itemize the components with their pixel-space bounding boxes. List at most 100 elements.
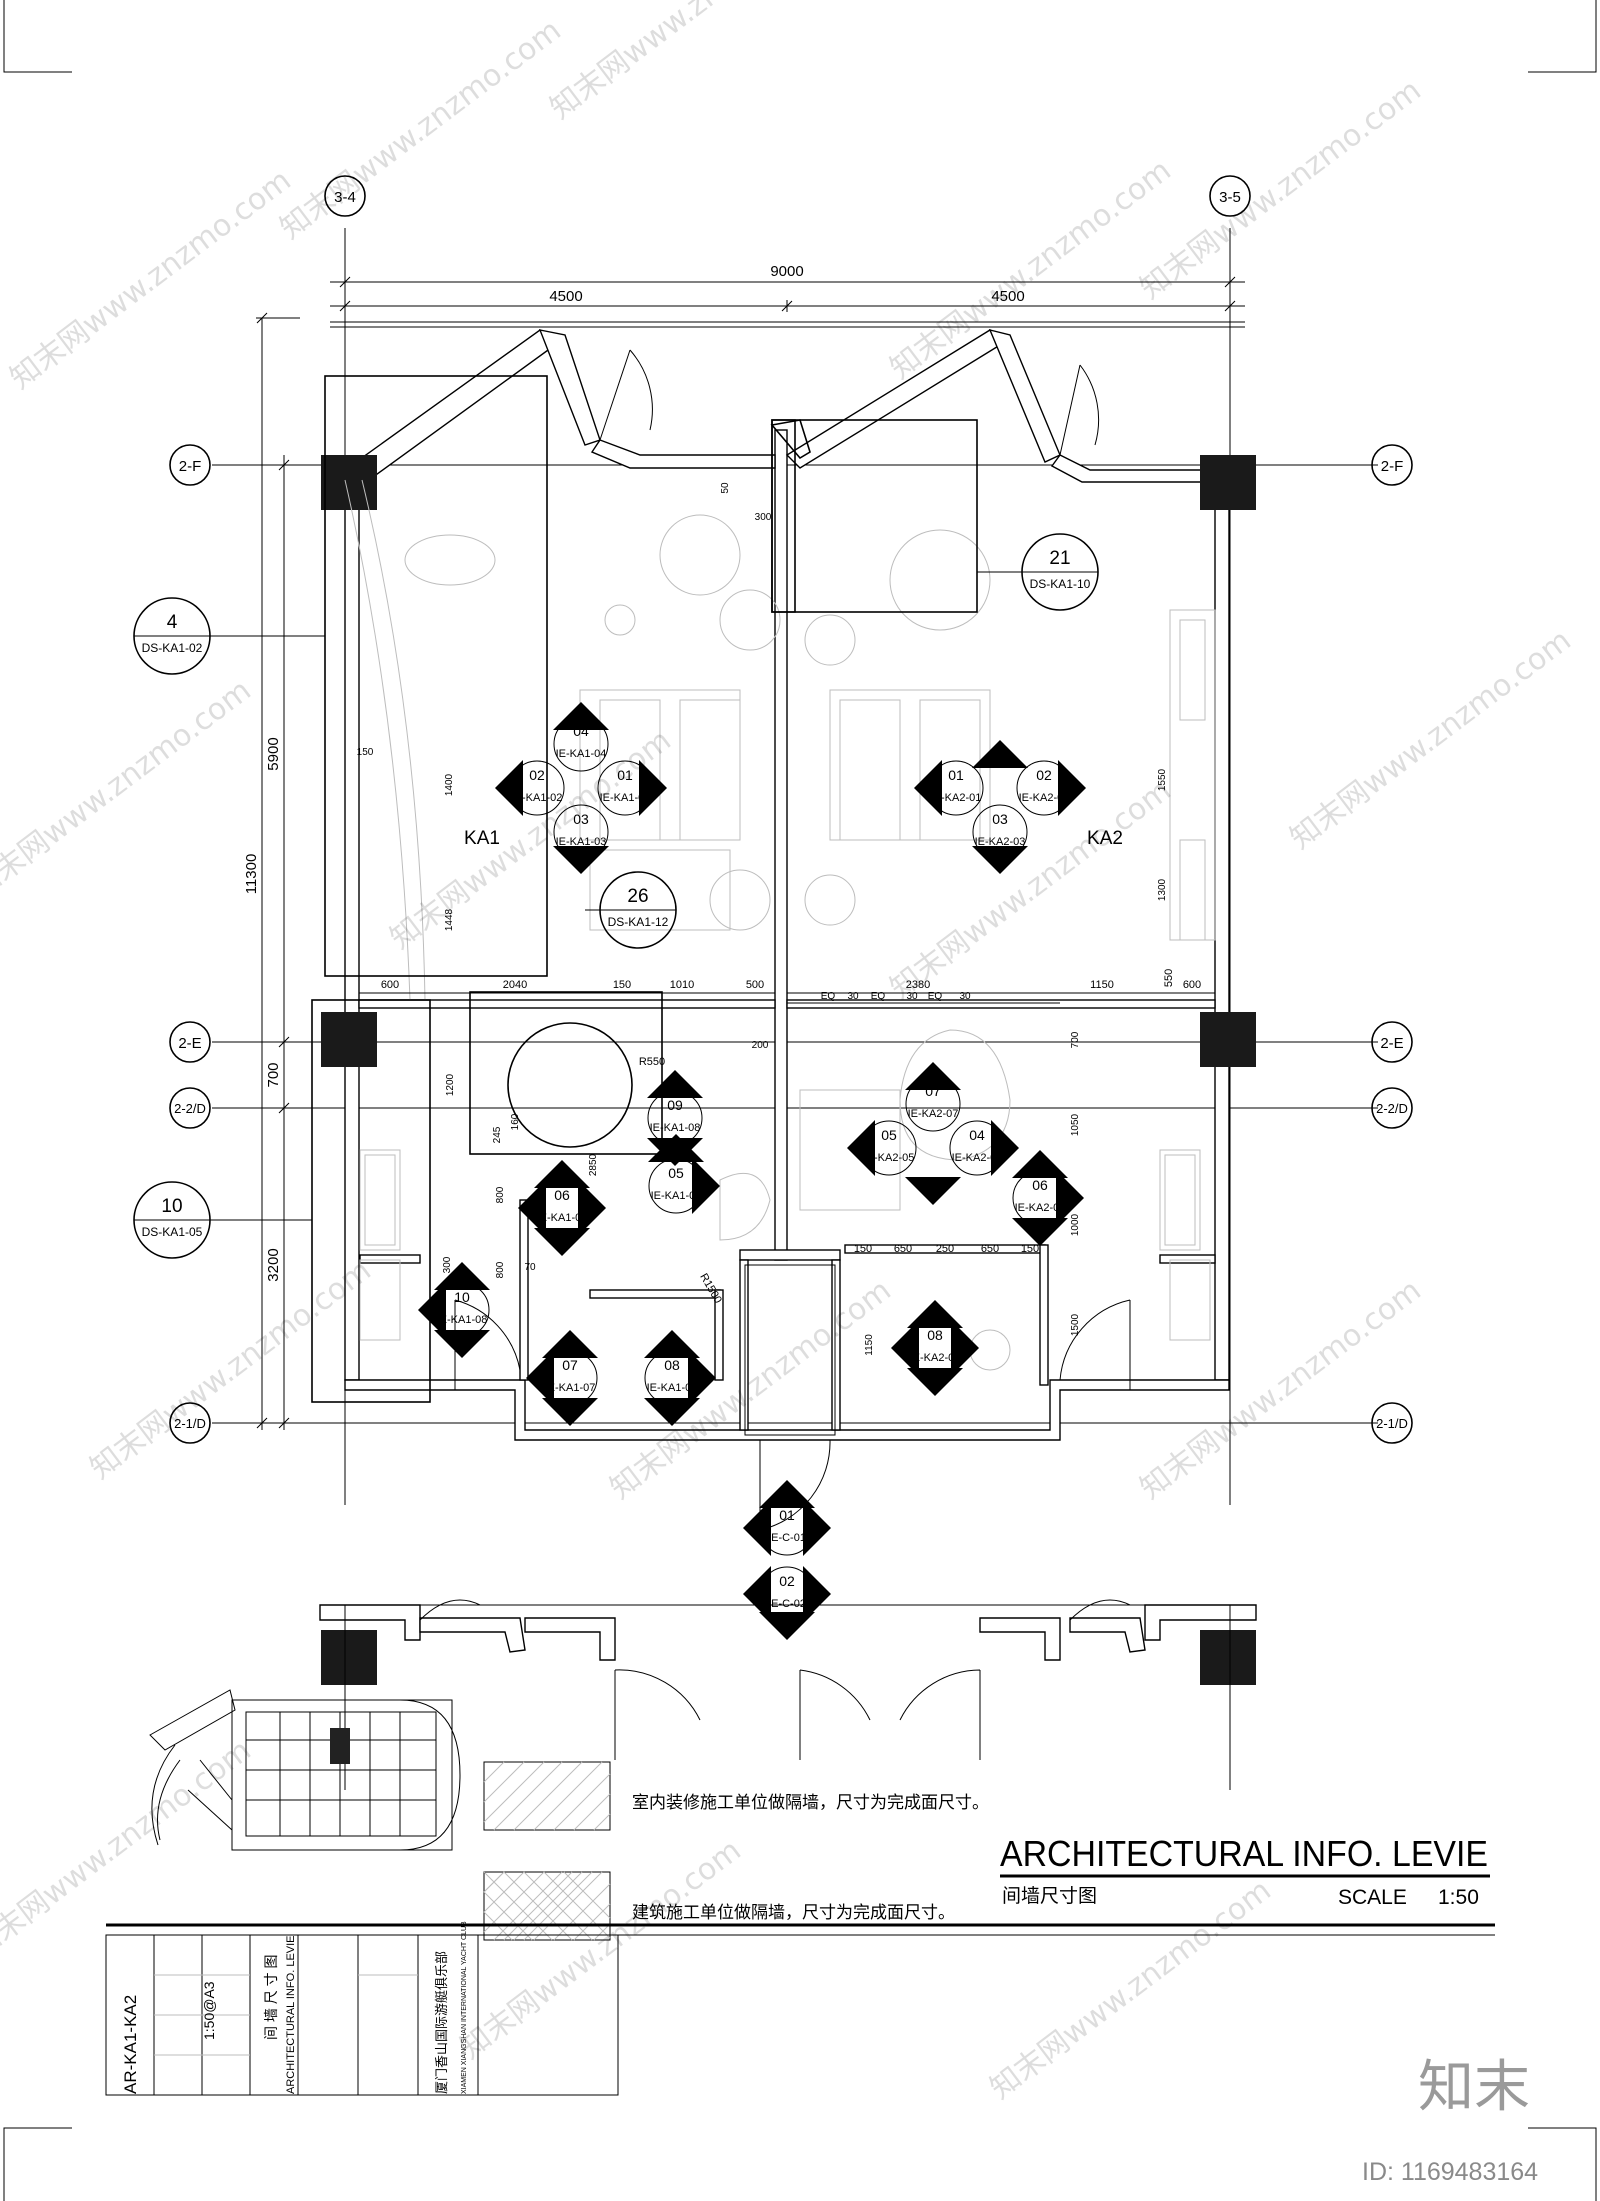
corridor-wall <box>319 1599 1257 1790</box>
scale-label: SCALE <box>1338 1886 1407 1909</box>
svg-text:4500: 4500 <box>549 288 582 305</box>
svg-text:IE-KA1-06: IE-KA1-06 <box>537 1212 588 1224</box>
svg-text:9000: 9000 <box>770 263 803 280</box>
legend-label-interior: 室内装修施工单位做隔墙，尺寸为完成面尺寸。 <box>632 1793 989 1812</box>
detail-callout: 4 DS-KA1-02 <box>133 597 325 675</box>
grid-bubble-3-5: 3-5 <box>1209 175 1251 217</box>
grid-bubble-2-2D-left: 2-2/D <box>169 1087 211 1129</box>
svg-text:IE-C-02: IE-C-02 <box>768 1598 806 1610</box>
svg-text:03: 03 <box>573 811 589 827</box>
svg-text:1150: 1150 <box>864 1334 875 1356</box>
svg-text:2-1/D: 2-1/D <box>1376 1416 1408 1431</box>
top-dimensions: 9000 4500 4500 <box>330 263 1245 328</box>
svg-text:700: 700 <box>1070 1031 1081 1048</box>
svg-text:2-F: 2-F <box>179 458 202 475</box>
svg-text:3-4: 3-4 <box>334 189 356 206</box>
svg-text:30: 30 <box>959 991 971 1002</box>
grid-bubble-2-E-left: 2-E <box>169 1021 211 1063</box>
elevation-marker-single: 08 IE-KA2-08 <box>891 1300 979 1396</box>
svg-text:1448: 1448 <box>444 908 455 931</box>
svg-text:DS-KA1-05: DS-KA1-05 <box>142 1225 203 1239</box>
elevation-marker-single: 10 IE-KA1-08 <box>418 1262 490 1358</box>
svg-text:4500: 4500 <box>991 288 1024 305</box>
svg-text:01: 01 <box>948 767 964 783</box>
svg-text:知末网www.znzmo.com: 知末网www.znzmo.com <box>544 0 838 126</box>
svg-text:300: 300 <box>442 1256 453 1273</box>
svg-text:2-1/D: 2-1/D <box>174 1416 206 1431</box>
scale-value: 1:50 <box>1438 1886 1479 1909</box>
svg-text:知末网www.znzmo.com: 知末网www.znzmo.com <box>1134 73 1428 307</box>
svg-text:09: 09 <box>667 1097 683 1113</box>
svg-text:70: 70 <box>524 1262 536 1273</box>
svg-text:245: 245 <box>492 1126 503 1143</box>
svg-text:07: 07 <box>562 1357 578 1373</box>
svg-text:10: 10 <box>454 1289 470 1305</box>
legend-label-building: 建筑施工单位做隔墙，尺寸为完成面尺寸。 <box>632 1903 955 1922</box>
legend-swatch-building <box>483 1871 611 1941</box>
svg-text:IE-KA2-06: IE-KA2-06 <box>1015 1202 1066 1214</box>
svg-text:1400: 1400 <box>444 773 455 796</box>
svg-text:21: 21 <box>1049 548 1070 569</box>
svg-text:300: 300 <box>755 512 772 523</box>
title-block-drawing-no: AR-KA1-KA2 <box>121 1995 140 2094</box>
grid-bubble-2-E-right: 2-E <box>1371 1021 1413 1063</box>
svg-text:DS-KA1-12: DS-KA1-12 <box>608 915 669 929</box>
svg-text:知末网www.znzmo.com: 知末网www.znzmo.com <box>0 1733 258 1967</box>
interior-dimensions: 2040 150 1010 500 2380 1150 600 600 550 … <box>357 482 1215 1356</box>
svg-text:05: 05 <box>881 1127 897 1143</box>
svg-text:1500: 1500 <box>1070 1313 1081 1336</box>
svg-text:2-2/D: 2-2/D <box>174 1101 206 1116</box>
svg-text:150: 150 <box>1021 1243 1039 1255</box>
furniture-background <box>344 479 1216 1371</box>
title-block <box>105 1923 1495 2096</box>
watermark-logo: 知末 <box>1418 2055 1530 2120</box>
drawing-title: ARCHITECTURAL INFO. LEVIE <box>1000 1833 1488 1874</box>
svg-text:06: 06 <box>554 1187 570 1203</box>
svg-text:150: 150 <box>357 747 374 758</box>
detail-callout: 26 DS-KA1-12 <box>585 871 677 949</box>
svg-text:IE-KA1-02: IE-KA1-02 <box>512 792 563 804</box>
svg-text:EQ: EQ <box>871 991 886 1002</box>
svg-text:知末网www.znzmo.com: 知末网www.znzmo.com <box>274 13 568 247</box>
svg-text:250: 250 <box>936 1243 954 1255</box>
svg-text:3-5: 3-5 <box>1219 189 1241 206</box>
svg-text:IE-KA1-01: IE-KA1-01 <box>600 792 651 804</box>
svg-text:2-F: 2-F <box>1381 458 1404 475</box>
key-plan <box>149 1689 461 1851</box>
svg-text:150: 150 <box>613 979 631 991</box>
svg-text:07: 07 <box>925 1083 941 1099</box>
svg-text:26: 26 <box>627 886 648 907</box>
svg-text:200: 200 <box>752 1040 769 1051</box>
svg-text:2380: 2380 <box>906 979 930 991</box>
svg-text:1150: 1150 <box>1090 979 1114 991</box>
watermark-layer: 知末网www.znzmo.com 知末网www.znzmo.com 知末网www… <box>0 0 1578 2106</box>
exterior-walls <box>343 328 1230 1441</box>
elevation-marker-ka2-bath: 07 IE-KA2-07 05 IE-KA2-05 04 IE-KA2-04 <box>847 1062 1019 1205</box>
svg-text:IE-KA2-02: IE-KA2-02 <box>1019 792 1070 804</box>
svg-text:30: 30 <box>906 991 918 1002</box>
svg-text:IE-C-01: IE-C-01 <box>768 1532 806 1544</box>
svg-text:知末网www.znzmo.com: 知末网www.znzmo.com <box>884 153 1178 387</box>
svg-text:知末网www.znzmo.com: 知末网www.znzmo.com <box>884 773 1178 1007</box>
svg-text:04: 04 <box>969 1127 985 1143</box>
svg-text:1000: 1000 <box>1070 1213 1081 1236</box>
elevation-marker-single: 06 IE-KA2-06 <box>1012 1150 1084 1246</box>
grid-bubble-3-4: 3-4 <box>324 175 366 217</box>
elevation-marker-single: 06 IE-KA1-06 <box>518 1160 606 1256</box>
svg-text:01: 01 <box>779 1507 795 1523</box>
svg-text:50: 50 <box>720 482 731 494</box>
svg-text:700: 700 <box>265 1062 282 1087</box>
title-block-title-en: ARCHITECTURAL INFO. LEVIE <box>285 1935 297 2094</box>
elevation-marker-single: 02 IE-C-02 <box>743 1566 831 1640</box>
elevation-marker-ka1: 04 IE-KA1-04 02 IE-KA1-02 01 IE-KA1-01 0… <box>495 702 667 874</box>
svg-text:150: 150 <box>854 1243 872 1255</box>
zone-outlines <box>311 375 1010 1403</box>
svg-text:R1500: R1500 <box>697 1271 724 1305</box>
svg-text:550: 550 <box>1163 969 1175 987</box>
svg-text:1010: 1010 <box>670 979 694 991</box>
svg-text:1200: 1200 <box>445 1073 456 1096</box>
svg-text:R550: R550 <box>639 1056 665 1068</box>
svg-text:1550: 1550 <box>1157 768 1168 791</box>
svg-text:EQ: EQ <box>928 991 943 1002</box>
svg-text:IE-KA1-07: IE-KA1-07 <box>545 1382 596 1394</box>
